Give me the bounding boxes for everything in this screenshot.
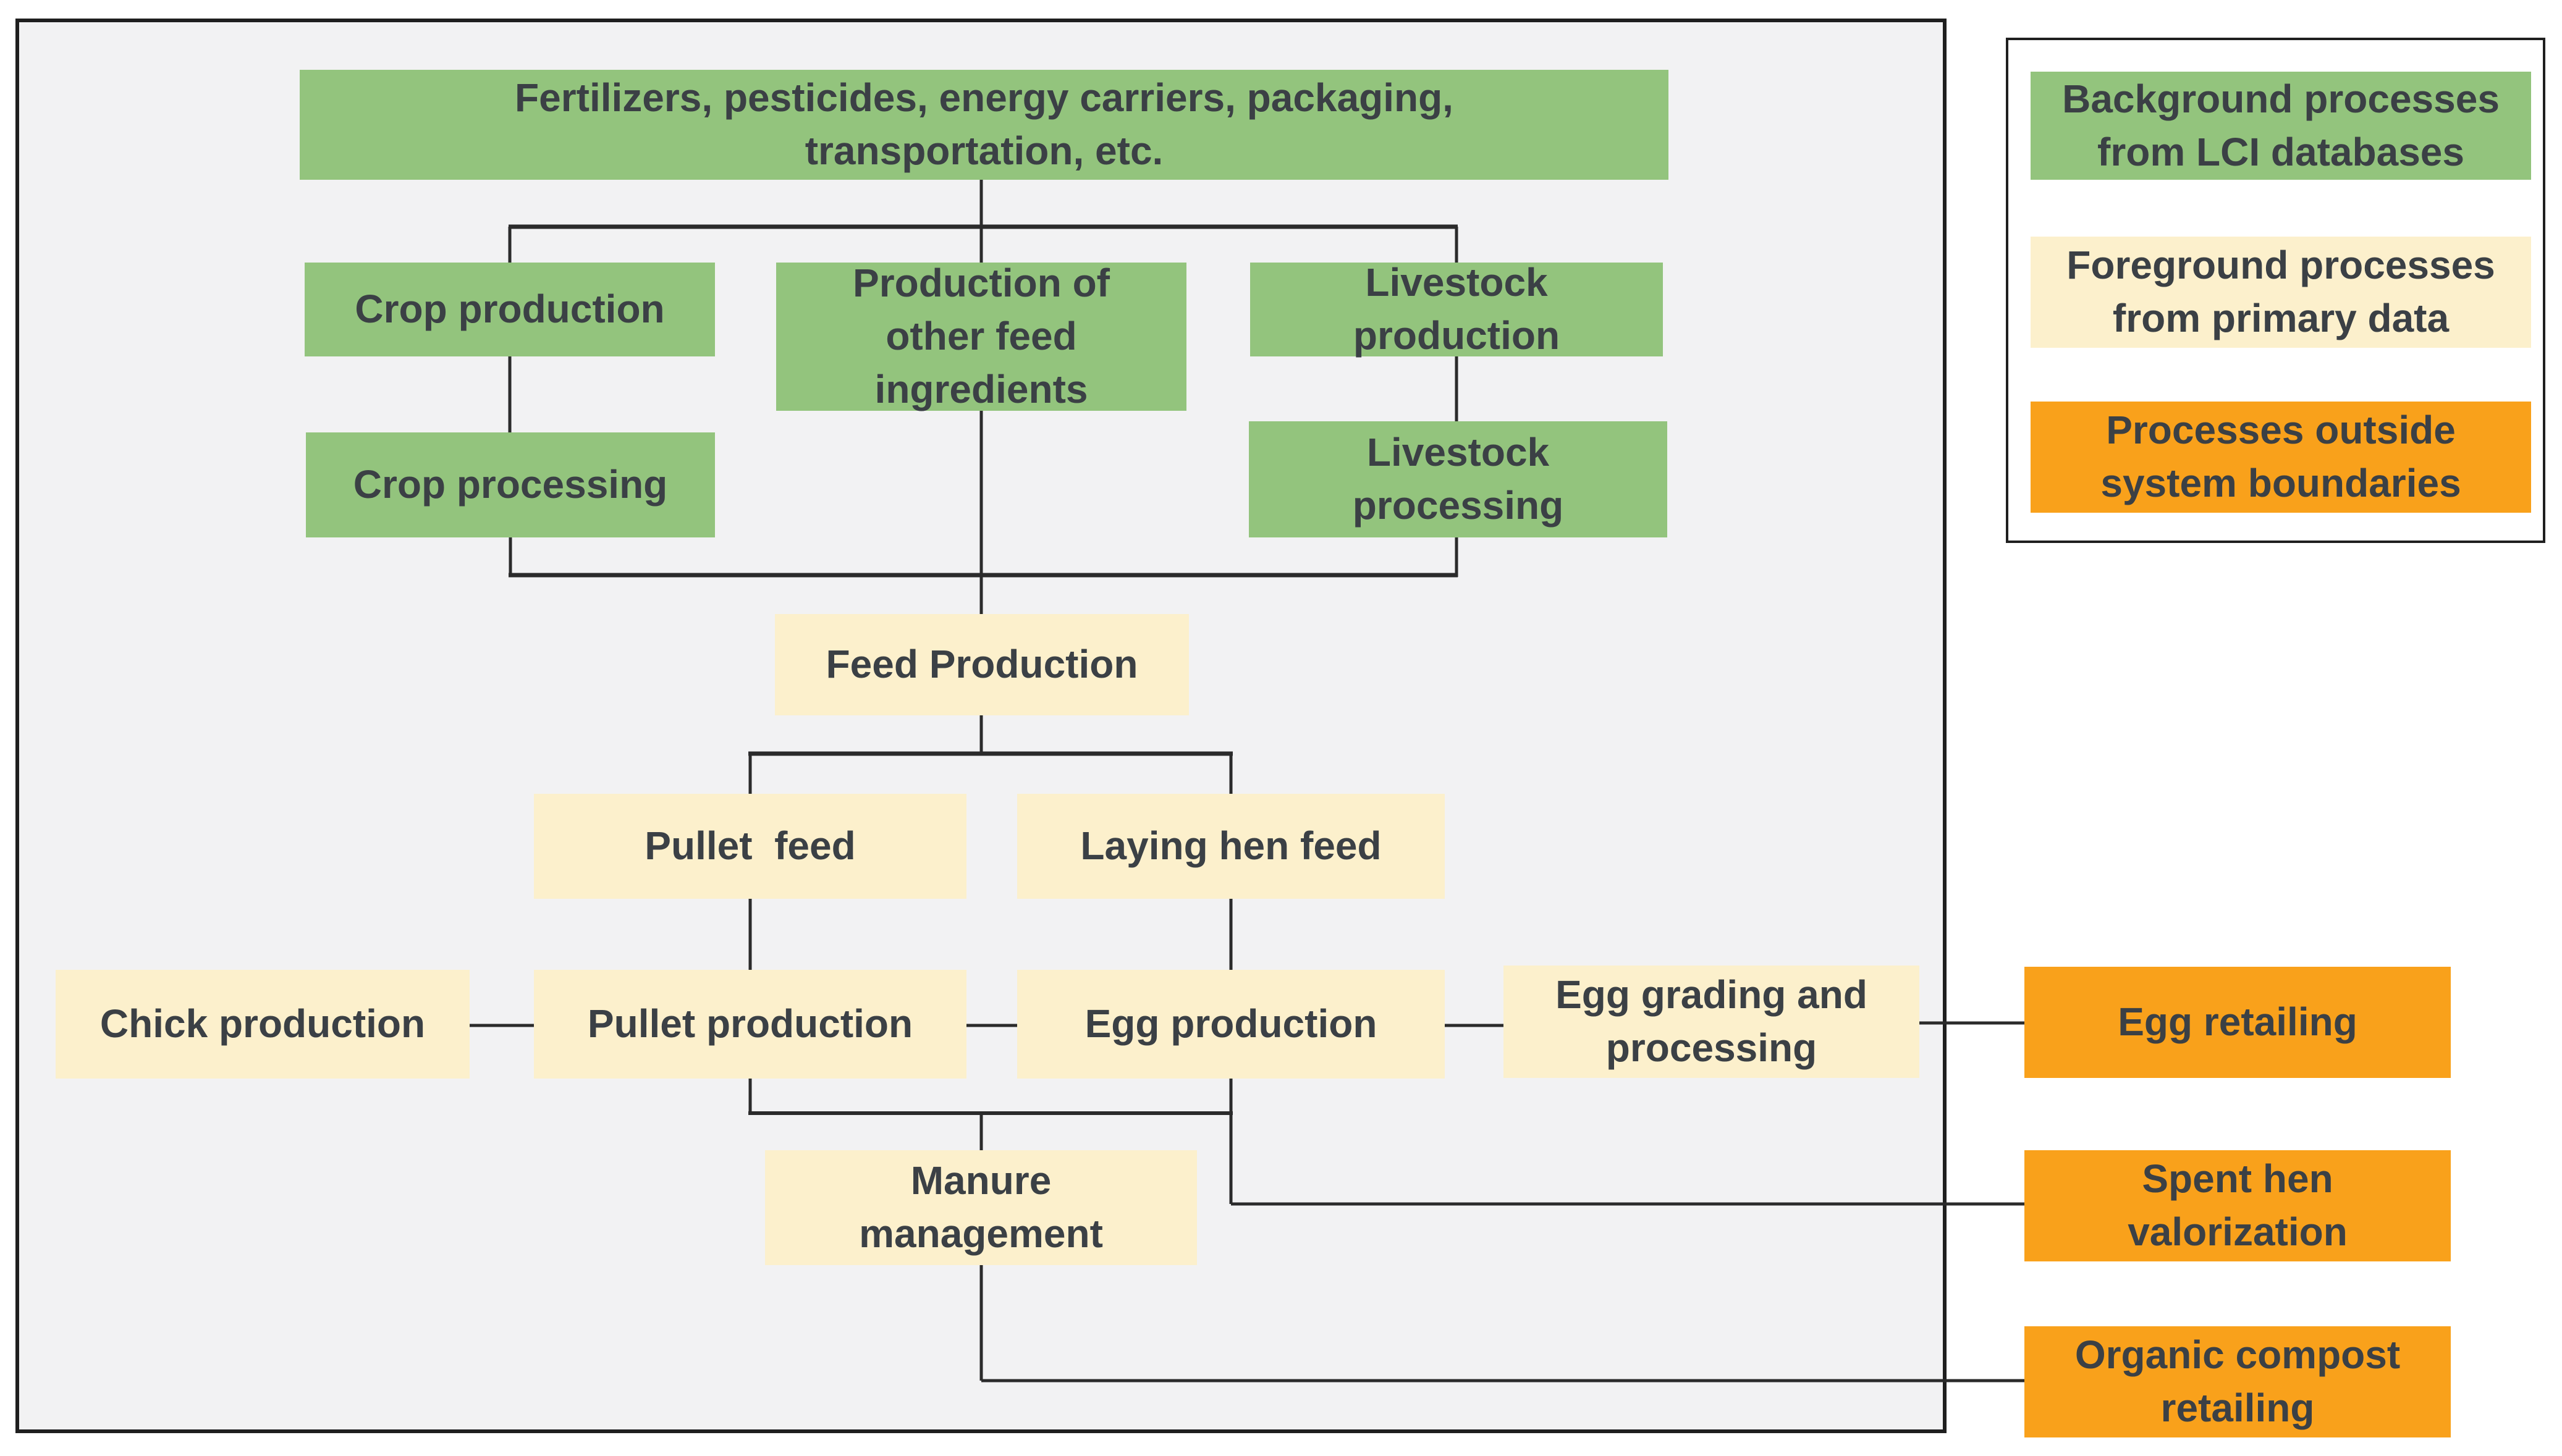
- node-manure-management: Manure management: [765, 1150, 1197, 1265]
- node-livestock-processing: Livestock processing: [1249, 421, 1667, 537]
- node-feed-production: Feed Production: [775, 614, 1189, 715]
- legend-item-background-processes: Background processes from LCI databases: [2031, 72, 2531, 180]
- node-pullet-feed: Pullet feed: [534, 794, 966, 899]
- node-other-feed-ingredients: Production of other feed ingredients: [776, 261, 1186, 411]
- node-egg-production: Egg production: [1017, 970, 1445, 1079]
- node-livestock-production: Livestock production: [1250, 260, 1663, 358]
- legend-item-foreground-processes: Foreground processes from primary data: [2031, 237, 2531, 348]
- node-laying-hen-feed: Laying hen feed: [1017, 794, 1445, 899]
- node-egg-retailing: Egg retailing: [2024, 967, 2451, 1078]
- node-crop-production: Crop production: [305, 263, 715, 356]
- node-chick-production: Chick production: [56, 970, 470, 1079]
- node-crop-processing: Crop processing: [306, 432, 715, 537]
- node-pullet-production: Pullet production: [534, 970, 966, 1079]
- legend-item-outside-processes: Processes outside system boundaries: [2031, 402, 2531, 513]
- node-fertilizers-inputs: Fertilizers, pesticides, energy carriers…: [300, 70, 1668, 180]
- node-spent-hen-valorization: Spent hen valorization: [2024, 1150, 2451, 1261]
- node-organic-compost-retailing: Organic compost retailing: [2024, 1326, 2451, 1437]
- node-egg-grading-processing: Egg grading and processing: [1503, 966, 1919, 1078]
